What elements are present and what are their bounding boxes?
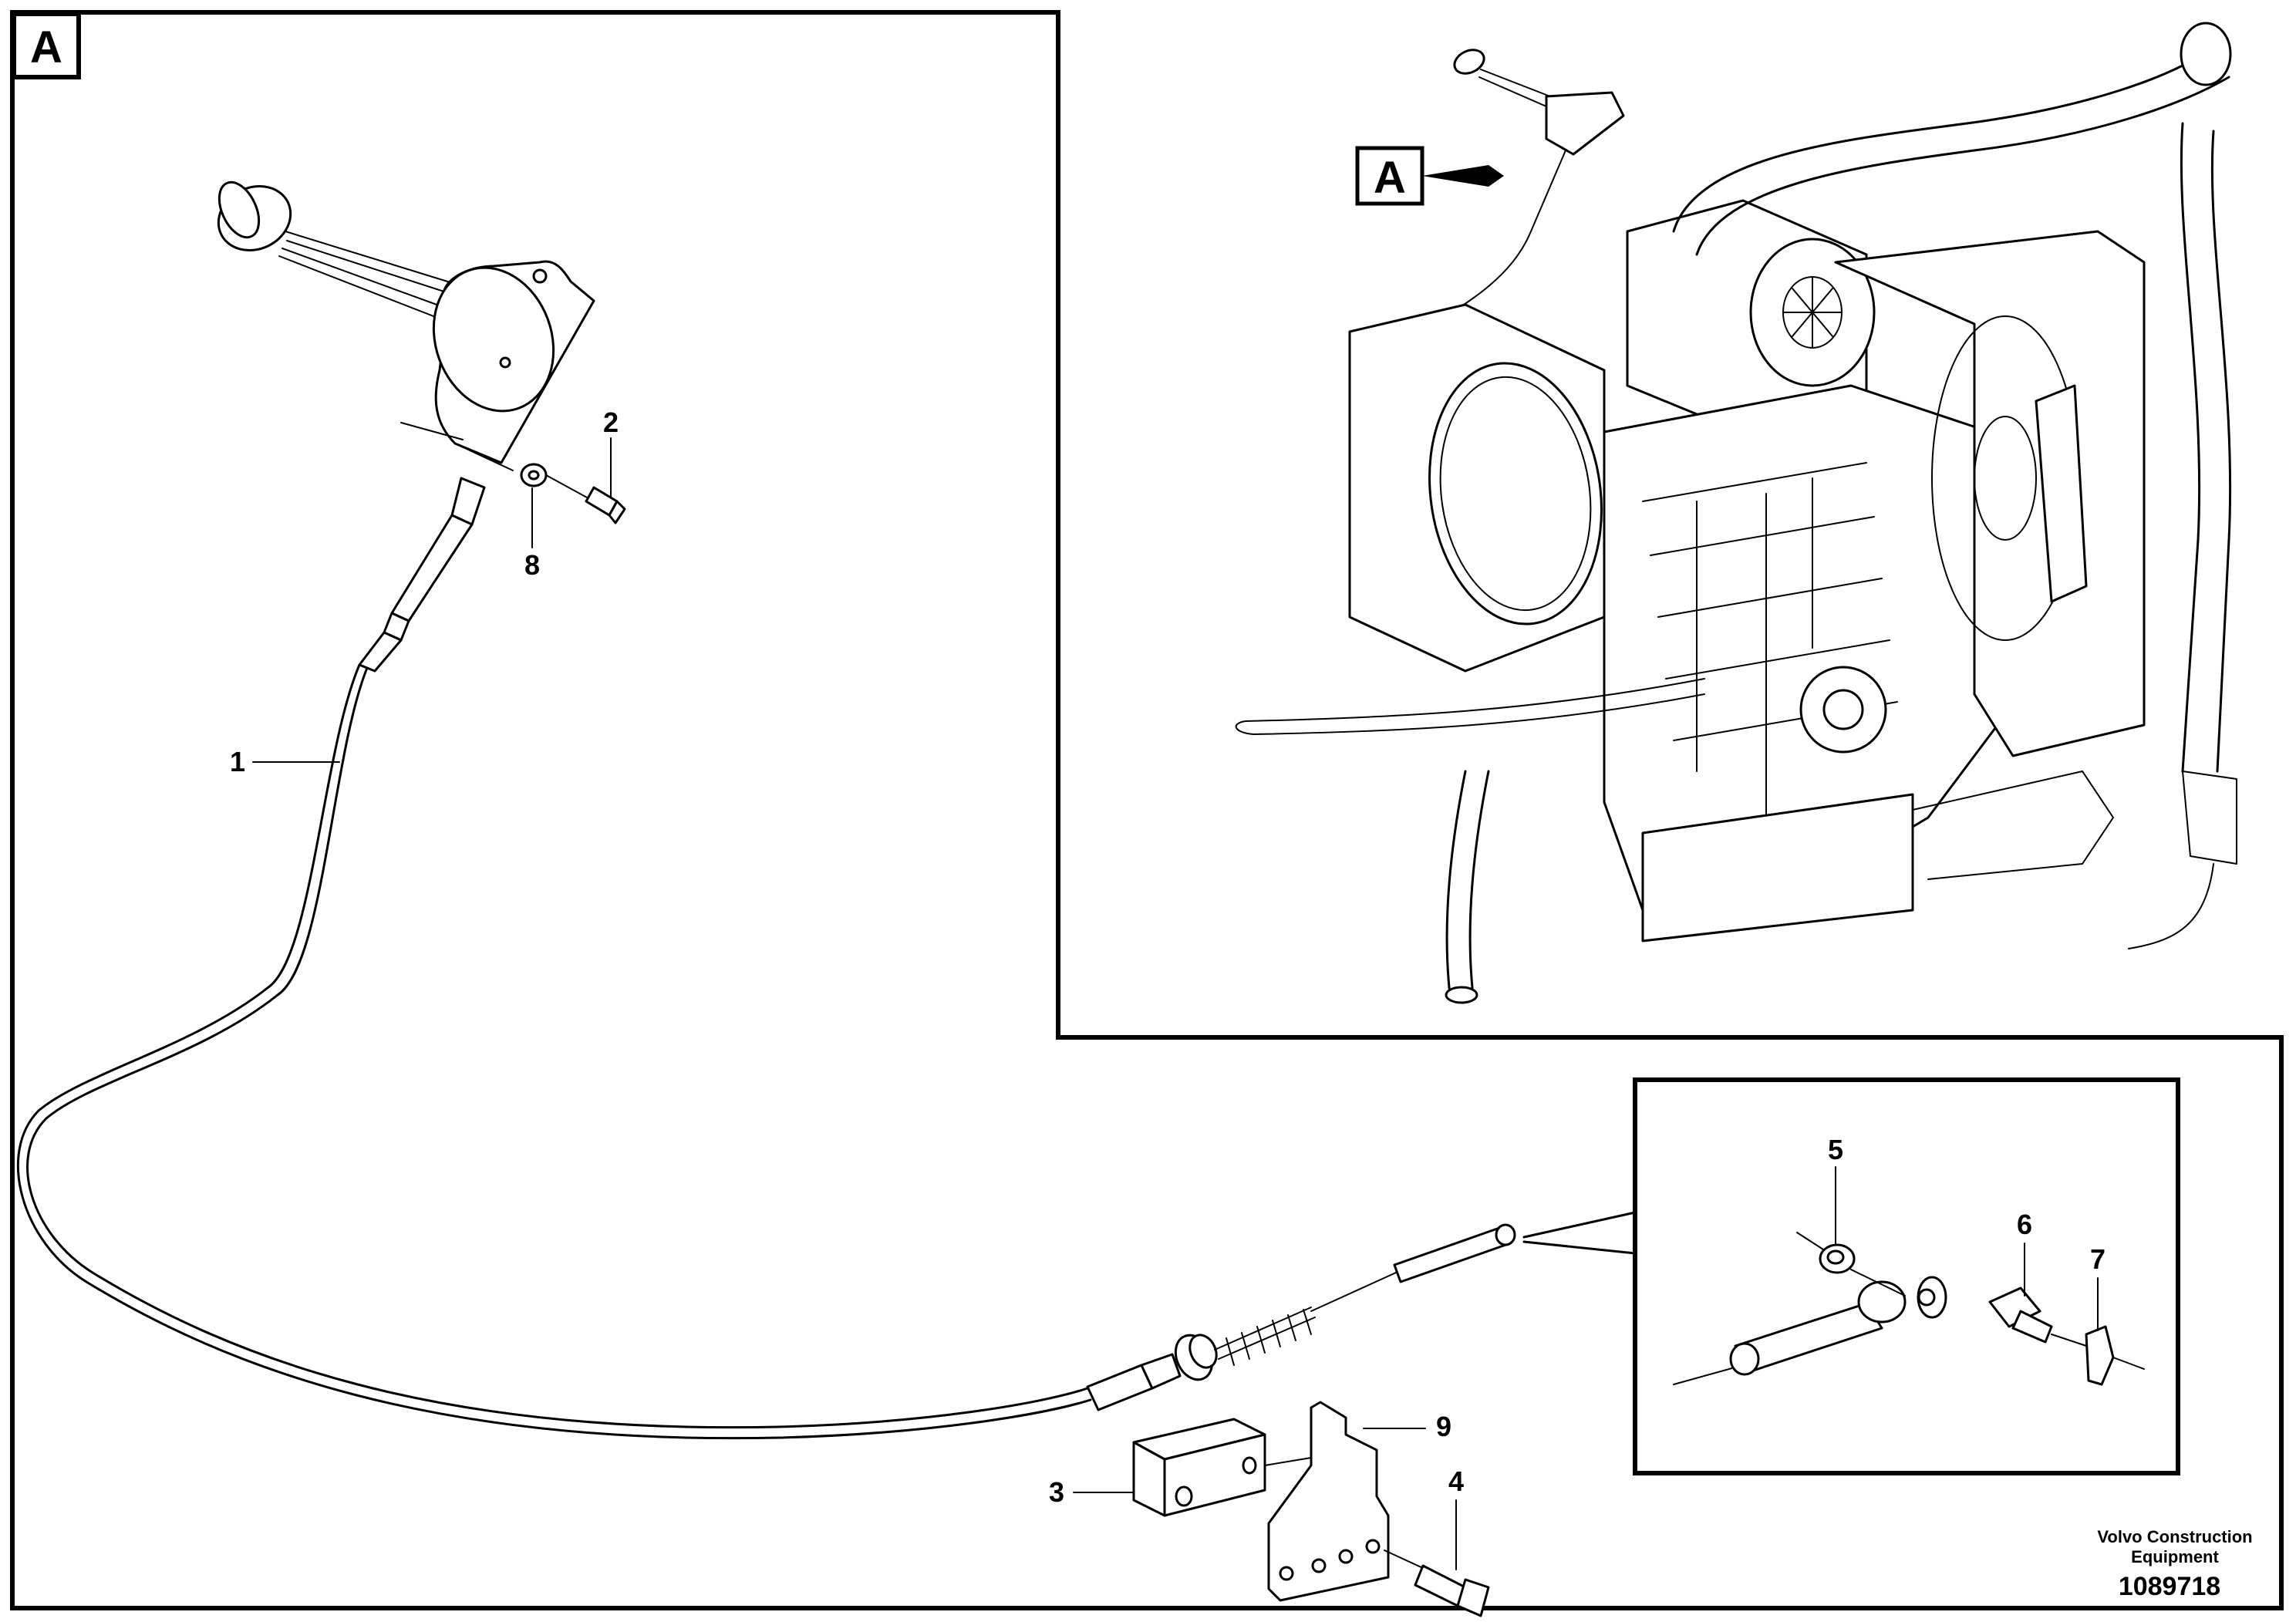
callout-3: 3 bbox=[1049, 1476, 1064, 1508]
throttle-cable-part-1 bbox=[16, 477, 1516, 1440]
bracket-part-9 bbox=[1267, 1401, 1390, 1602]
reference-letter: A bbox=[1374, 153, 1406, 203]
control-lever-assembly bbox=[217, 180, 595, 471]
bolt-part-2 bbox=[585, 486, 626, 524]
callout-2: 2 bbox=[603, 406, 619, 438]
view-label-box: A bbox=[12, 12, 81, 79]
callout-4: 4 bbox=[1448, 1465, 1464, 1497]
callout-9: 9 bbox=[1436, 1411, 1451, 1442]
outer-frame bbox=[10, 10, 2284, 1610]
footer: Volvo Construction Equipment 1089718 bbox=[2097, 1527, 2252, 1601]
company-line-2: Equipment bbox=[2131, 1547, 2219, 1566]
callout-1: 1 bbox=[230, 746, 245, 777]
drawing-number: 1089718 bbox=[2119, 1572, 2220, 1601]
detail-inset bbox=[1522, 1077, 2180, 1475]
engine-overview: A bbox=[1235, 22, 2237, 1004]
company-line-1: Volvo Construction bbox=[2097, 1527, 2252, 1546]
block-part-3 bbox=[1132, 1418, 1312, 1517]
washer-part-8 bbox=[520, 463, 595, 502]
callout-6: 6 bbox=[2017, 1209, 2032, 1240]
bolt-part-4 bbox=[1384, 1549, 1490, 1617]
view-letter: A bbox=[30, 22, 62, 73]
callout-8: 8 bbox=[524, 549, 540, 581]
callout-5: 5 bbox=[1828, 1134, 1843, 1165]
callout-7: 7 bbox=[2090, 1243, 2106, 1275]
